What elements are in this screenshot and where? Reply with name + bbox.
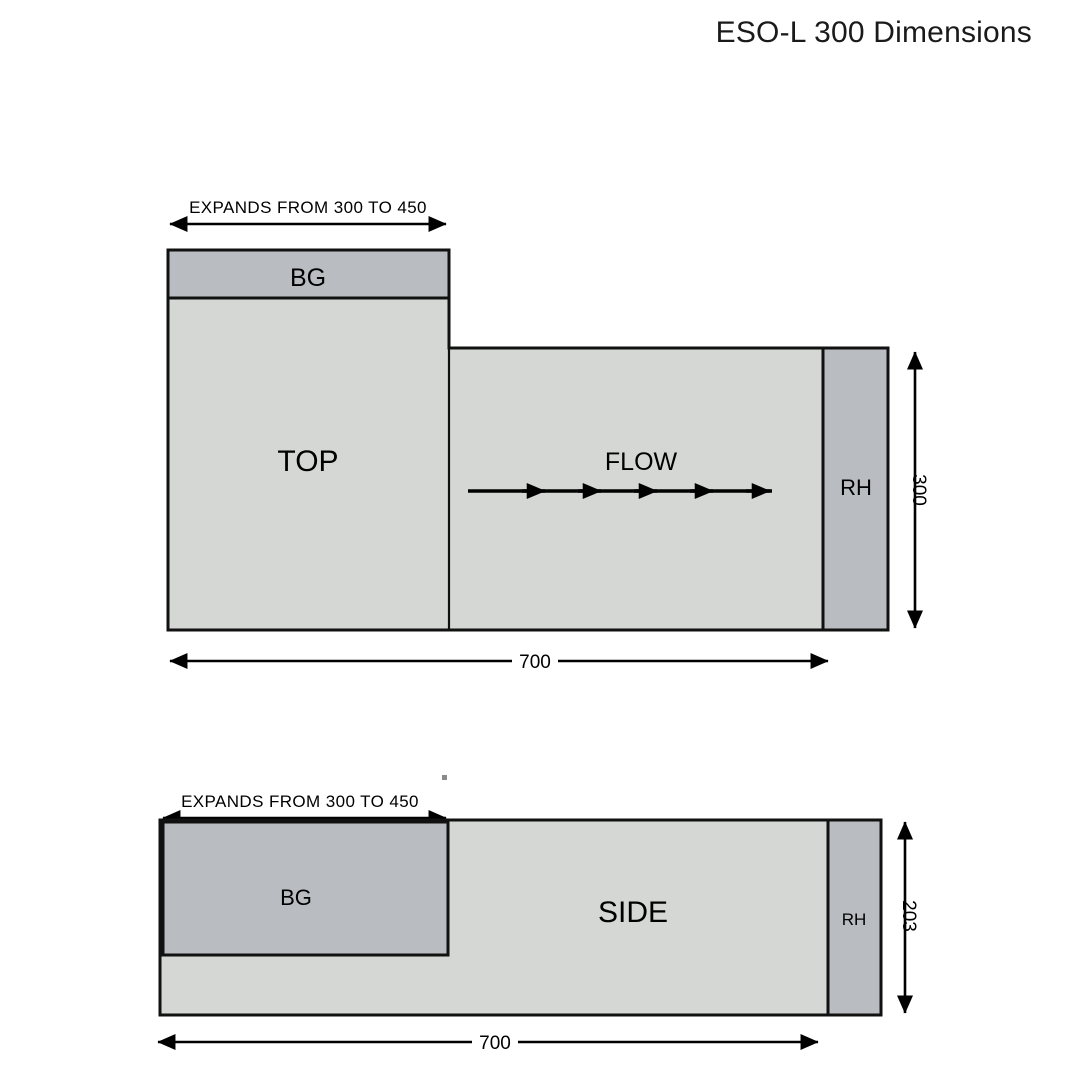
top-view-body [166,248,890,632]
top-view-rh-label: RH [840,475,872,500]
side-view-rh-label: RH [842,910,867,929]
dimension-expand-top: EXPANDS FROM 300 TO 450 [169,198,447,233]
artifact-dot [442,775,447,780]
side-view-bg-block [161,820,450,957]
top-view-rh-block [821,346,890,632]
width-top-label: 700 [519,652,551,673]
depth-top-label: 300 [908,474,929,506]
flow-label: FLOW [605,448,678,476]
page-title: ESO-L 300 Dimensions [715,16,1032,49]
expand-side-label: EXPANDS FROM 300 TO 450 [181,792,419,811]
view-side: EXPANDS FROM 300 TO 450 BG SIDE RH 203 [157,792,919,1054]
dimension-width-side: 700 [157,1033,819,1054]
height-side-label: 203 [898,900,919,932]
dimension-expand-side: EXPANDS FROM 300 TO 450 [162,792,447,827]
expand-top-label: EXPANDS FROM 300 TO 450 [189,198,427,217]
dimension-depth-top: 300 [906,351,929,629]
top-view-bg-label: BG [290,264,326,292]
side-view-label: SIDE [598,896,668,929]
top-view-bg-block [166,248,451,300]
dimension-height-side: 203 [896,821,919,1014]
dimension-width-top: 700 [169,652,829,673]
side-view-rh-block [826,818,883,1017]
top-view-label: TOP [277,445,338,478]
view-top: EXPANDS FROM 300 TO 450 BG TOP FLOW [166,198,929,673]
side-view-bg-label: BG [280,885,312,910]
width-side-label: 700 [479,1033,511,1054]
flow-indicator: FLOW [468,448,772,499]
